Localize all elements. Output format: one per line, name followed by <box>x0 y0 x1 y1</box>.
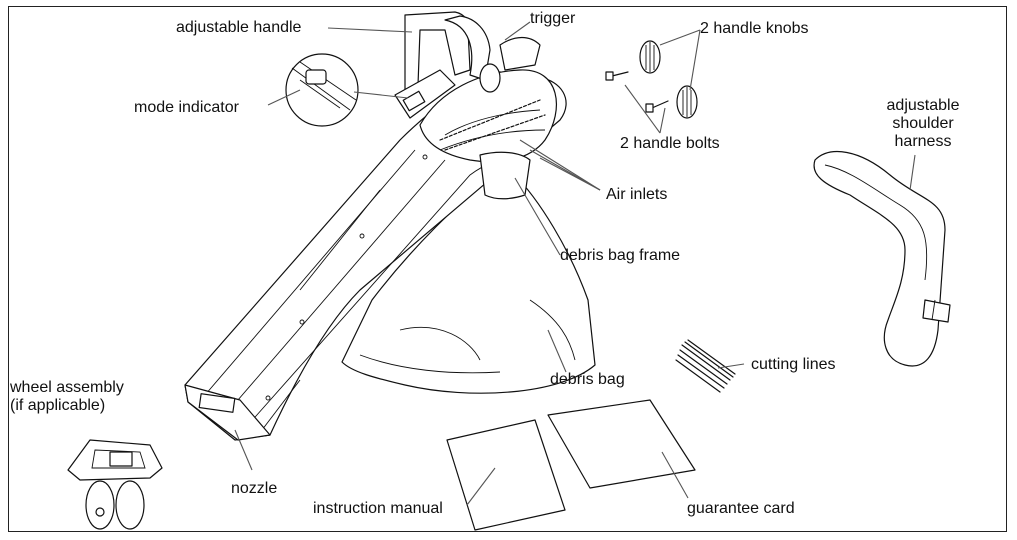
label-debris-bag: debris bag <box>550 371 625 388</box>
label-adjustable-handle: adjustable handle <box>176 19 302 36</box>
label-air-inlets: Air inlets <box>606 186 668 203</box>
label-nozzle: nozzle <box>231 480 278 497</box>
label-mode-indicator: mode indicator <box>134 99 239 116</box>
label-debris-bag-frame: debris bag frame <box>560 247 681 264</box>
handle-knobs <box>639 40 698 119</box>
label-cutting-lines: cutting lines <box>751 356 836 373</box>
label-instruction-manual: instruction manual <box>313 500 443 517</box>
mode-indicator-inset <box>285 53 359 127</box>
blower-body <box>184 11 567 441</box>
handle-bolts <box>605 71 669 113</box>
label-guarantee-card: guarantee card <box>687 500 795 517</box>
guarantee-card-sheet <box>547 399 696 489</box>
label-handle-knobs: 2 handle knobs <box>700 20 809 37</box>
label-handle-bolts: 2 handle bolts <box>620 135 720 152</box>
label-wheel-assembly: wheel assembly (if applicable) <box>10 379 124 414</box>
wheel-assembly <box>67 439 163 530</box>
debris-bag <box>341 169 596 394</box>
cutting-lines <box>675 339 736 393</box>
diagram-border <box>8 6 1007 532</box>
shoulder-harness <box>813 151 951 367</box>
label-trigger: trigger <box>530 10 576 27</box>
leader-lines <box>234 21 916 506</box>
label-shoulder-harness: adjustable shoulder harness <box>886 97 960 150</box>
instruction-manual-sheet <box>446 419 566 531</box>
